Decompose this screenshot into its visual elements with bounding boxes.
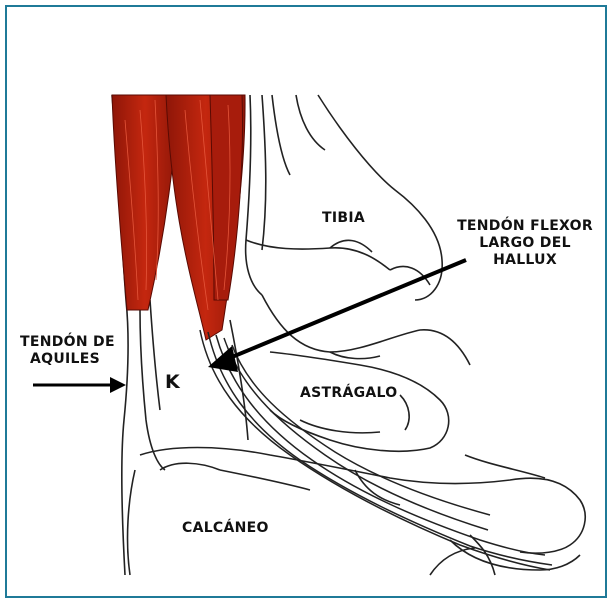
label-kager: K bbox=[165, 374, 180, 391]
label-fhl-line3: HALLUX bbox=[450, 252, 600, 269]
label-achilles-line2: AQUILES bbox=[20, 351, 115, 368]
label-calcaneus: CALCÁNEO bbox=[182, 520, 269, 537]
label-tibia: TIBIA bbox=[322, 210, 365, 227]
label-talus: ASTRÁGALO bbox=[300, 385, 397, 402]
label-achilles-line1: TENDÓN DE bbox=[20, 334, 115, 351]
calf-muscle bbox=[112, 95, 245, 340]
label-fhl-line1: TENDÓN FLEXOR bbox=[450, 218, 600, 235]
achilles-pointer-arrow bbox=[33, 377, 126, 393]
label-fhl: TENDÓN FLEXOR LARGO DEL HALLUX bbox=[450, 218, 600, 269]
label-fhl-line2: LARGO DEL bbox=[450, 235, 600, 252]
calcaneus-bone bbox=[128, 448, 586, 576]
tibia-bone bbox=[246, 95, 443, 300]
label-achilles: TENDÓN DE AQUILES bbox=[20, 334, 115, 368]
talus-bone bbox=[262, 295, 470, 451]
